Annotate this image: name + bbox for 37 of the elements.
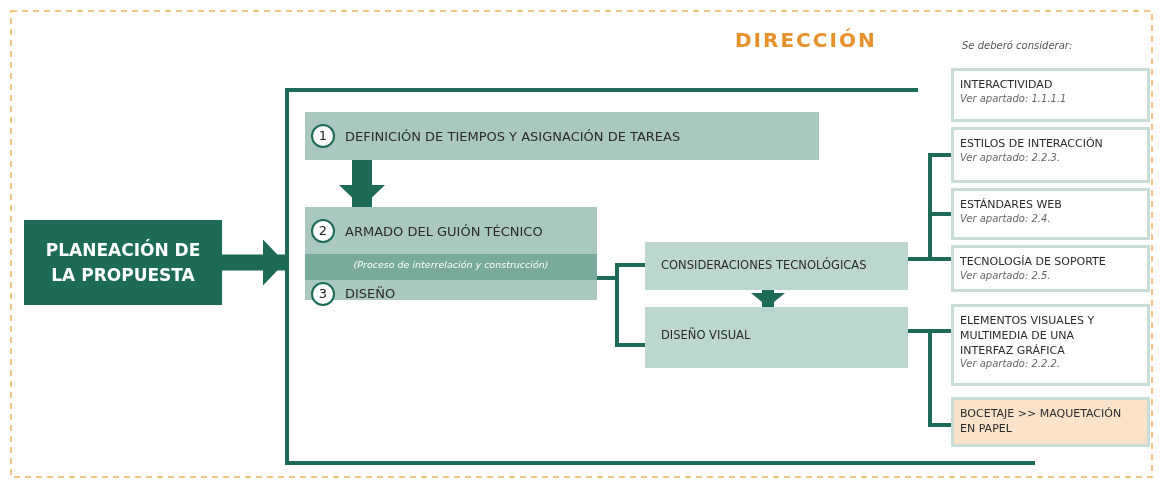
- process-box: [645, 242, 908, 290]
- arrow: [222, 239, 285, 286]
- reference-note: Ver apartado: 2.4.: [960, 213, 1051, 225]
- title: DIRECCIÓN: [735, 28, 877, 52]
- box-label: BOCETAJE >> MAQUETACIÓN EN PAPEL: [960, 406, 1123, 436]
- process-box: [951, 245, 1150, 292]
- process-box: [951, 188, 1150, 240]
- box-label: CONSIDERACIONES TECNOLÓGICAS: [661, 259, 867, 273]
- box-label: DISEÑO VISUAL: [661, 329, 751, 343]
- arrow: [339, 160, 385, 207]
- step-number: 2: [311, 219, 335, 243]
- process-box: [645, 307, 908, 368]
- process-box: [305, 112, 819, 160]
- box-label: ESTÁNDARES WEB: [960, 197, 1063, 212]
- step-number: 1: [311, 124, 335, 148]
- step-number: 3: [311, 282, 335, 306]
- process-box: [24, 220, 222, 305]
- box-label: DISEÑO: [345, 286, 396, 302]
- connector-line: [908, 329, 951, 427]
- reference-note: Ver apartado: 2.2.3.: [960, 152, 1061, 164]
- process-box: [951, 127, 1150, 183]
- box-label: ELEMENTOS VISUALES Y MULTIMEDIA DE UNA INTERFAZ GRÁFICA: [960, 313, 1096, 358]
- box-label: TECNOLOGÍA DE SOPORTE: [960, 254, 1107, 269]
- box-label: ARMADO DEL GUIÓN TÉCNICO: [345, 224, 543, 240]
- arrow: [751, 290, 785, 307]
- reference-note: Ver apartado: 2.2.2.: [960, 358, 1061, 370]
- box-label: DEFINICIÓN DE TIEMPOS Y ASIGNACIÓN DE TAREAS: [345, 129, 681, 145]
- band-label: (Proceso de interrelación y construcción): [352, 259, 550, 271]
- box-label: INTERACTIVIDAD: [960, 77, 1054, 92]
- box-label: ESTILOS DE INTERACCIÓN: [960, 136, 1104, 151]
- process-box: [951, 397, 1150, 447]
- process-box: [951, 304, 1150, 386]
- process-box: [951, 68, 1150, 122]
- reference-note: Ver apartado: 1.1.1.1: [960, 93, 1067, 105]
- note: Se deberó considerar:: [962, 40, 1073, 52]
- reference-note: Ver apartado: 2.5.: [960, 270, 1051, 282]
- box-label: PLANEACIÓN DE LA PROPUESTA: [44, 238, 202, 287]
